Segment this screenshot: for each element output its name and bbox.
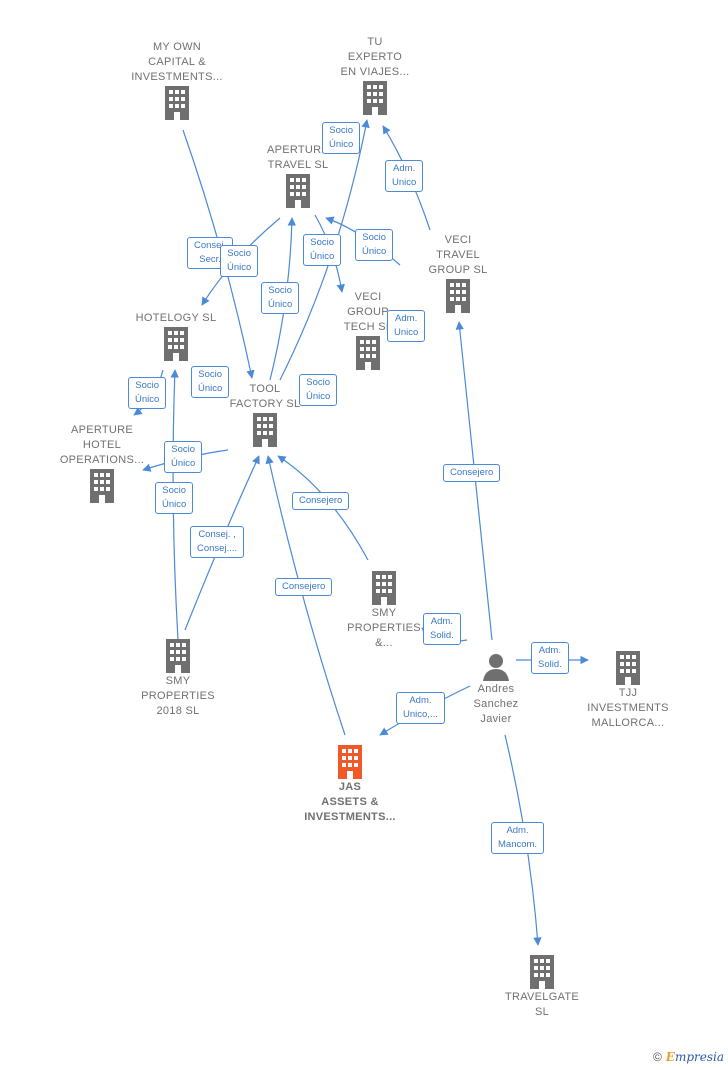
brand-name: mpresia [674, 1050, 724, 1064]
node-veci-travel[interactable]: VECI TRAVEL GROUP SL [410, 233, 506, 314]
edge-label-socio-unico: Socio Único [220, 245, 259, 277]
edge-label-socio-unico: Socio Único [155, 482, 194, 514]
building-icon [363, 81, 387, 115]
edge-label-socio-unico: Socio Único [191, 366, 230, 398]
node-hotelogy[interactable]: HOTELOGY SL [124, 311, 228, 362]
edge-label-adm-mancom: Adm. Mancom. [491, 822, 545, 854]
building-icon [356, 336, 380, 370]
building-icon [446, 279, 470, 313]
node-aperture-travel[interactable]: APERTURE TRAVEL SL [248, 143, 348, 209]
edge-label-socio-unico: Socio Único [164, 441, 203, 473]
node-andres-sanchez[interactable]: Andres Sanchez Javier [458, 652, 534, 727]
node-travelgate[interactable]: TRAVELGATE SL [494, 954, 590, 1020]
edge-label-consejero: Consejero [443, 464, 501, 482]
building-icon [530, 955, 554, 989]
node-smy-2018[interactable]: SMY PROPERTIES 2018 SL [130, 638, 226, 719]
node-jas-assets[interactable]: JAS ASSETS & INVESTMENTS... [292, 744, 408, 825]
edge-label-consejero: Consejero [292, 492, 350, 510]
node-smy-properties[interactable]: SMY PROPERTIES &... [336, 570, 432, 651]
empresia-logo: ©Empresia [653, 1050, 724, 1064]
node-aperture-hotel[interactable]: APERTURE HOTEL OPERATIONS... [48, 423, 156, 504]
edge-label-socio-unico: Socio Único [299, 374, 338, 406]
node-veci-group-tech[interactable]: VECI GROUP TECH SL [330, 290, 406, 371]
edge-label-consejero: Consejero [275, 578, 333, 596]
building-icon [616, 651, 640, 685]
building-icon [164, 327, 188, 361]
edge-jas-tool [265, 455, 346, 736]
node-tu-experto[interactable]: TU EXPERTO EN VIAJES... [320, 35, 430, 116]
person-icon [483, 654, 509, 681]
node-tool-factory[interactable]: TOOL FACTORY SL [220, 382, 310, 448]
edge-label-socio-unico: Socio Único [261, 282, 300, 314]
building-icon [165, 86, 189, 120]
edge-label-adm-unico: Adm. Unico [385, 160, 424, 192]
node-tjj[interactable]: TJJ INVESTMENTS MALLORCA... [578, 650, 678, 731]
building-icon [253, 413, 277, 447]
edge-label-socio-unico: Socio Único [322, 122, 361, 154]
edge-label-adm-unico-multi: Adm. Unico,... [396, 692, 445, 724]
building-icon [90, 469, 114, 503]
building-icon [286, 174, 310, 208]
building-icon [166, 639, 190, 673]
edge-label-socio-unico: Socio Único [355, 229, 394, 261]
building-icon [338, 745, 362, 779]
copyright-icon: © [652, 1050, 662, 1064]
edge-label-socio-unico: Socio Único [303, 234, 342, 266]
edge-label-adm-solid: Adm. Solid. [531, 642, 569, 674]
node-my-own-capital[interactable]: MY OWN CAPITAL & INVESTMENTS... [118, 40, 236, 121]
edge-label-socio-unico: Socio Único [128, 377, 167, 409]
edge-label-consej-multi: Consej. , Consej.... [190, 526, 245, 558]
brand-initial: E [665, 1050, 675, 1064]
edge-label-adm-solid: Adm. Solid. [423, 613, 461, 645]
edge-label-adm-unico: Adm. Unico [387, 310, 426, 342]
building-icon [372, 571, 396, 605]
